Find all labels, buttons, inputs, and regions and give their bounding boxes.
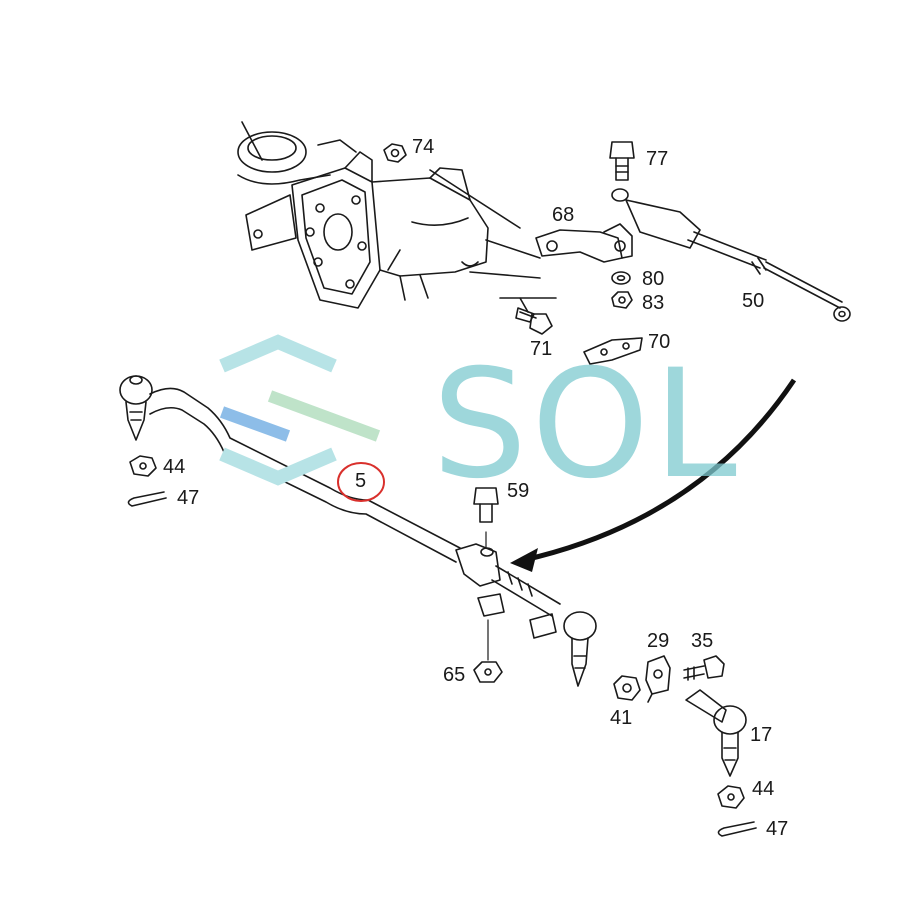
highlight-circle <box>337 462 385 502</box>
label-part-83: 83 <box>642 292 665 314</box>
label-part-41: 41 <box>610 707 633 729</box>
label-part-59: 59 <box>507 480 530 502</box>
part-47-cotter-pin-right <box>717 821 757 837</box>
part-65-nut <box>473 619 503 683</box>
label-part-35: 35 <box>691 630 714 652</box>
label-part-77: 77 <box>646 148 669 170</box>
pointer-arrow <box>510 378 797 572</box>
part-47-cotter-pin-left <box>127 491 167 507</box>
label-part-71: 71 <box>530 338 553 360</box>
right-tie-rod-end <box>455 543 597 687</box>
label-part-47-right: 47 <box>766 818 789 840</box>
label-part-17: 17 <box>750 724 773 746</box>
label-part-5: 5 <box>355 470 367 492</box>
part-17-tie-rod-end <box>685 689 747 777</box>
label-part-50: 50 <box>742 290 765 312</box>
part-50-steering-damper <box>611 188 851 322</box>
part-59-bolt <box>473 487 499 549</box>
part-5-tie-rod <box>149 387 461 563</box>
left-ball-joint <box>119 375 153 441</box>
part-44-nut-right <box>717 785 745 809</box>
label-part-70: 70 <box>648 331 671 353</box>
label-part-44-right: 44 <box>752 778 775 800</box>
label-part-47-left: 47 <box>177 487 200 509</box>
label-part-44-left: 44 <box>163 456 186 478</box>
watermark-text: SOL <box>432 338 741 512</box>
part-41-nut <box>613 675 641 701</box>
part-74-nut <box>383 143 407 163</box>
part-70-plate <box>583 337 643 365</box>
label-part-29: 29 <box>647 630 670 652</box>
label-part-65: 65 <box>443 664 466 686</box>
part-35-bolt <box>683 655 725 681</box>
axle-differential-housing <box>237 121 557 313</box>
part-80-washer <box>611 271 631 285</box>
watermark-logo-mark <box>219 334 381 486</box>
label-part-80: 80 <box>642 268 665 290</box>
part-83-nut <box>611 291 633 309</box>
label-part-74: 74 <box>412 136 435 158</box>
part-29-clamp <box>645 655 671 703</box>
part-68-bracket <box>535 223 633 263</box>
part-77-bolt <box>609 141 635 181</box>
part-44-nut-left <box>129 455 157 477</box>
label-part-68: 68 <box>552 204 575 226</box>
part-71-bolt <box>515 307 553 335</box>
